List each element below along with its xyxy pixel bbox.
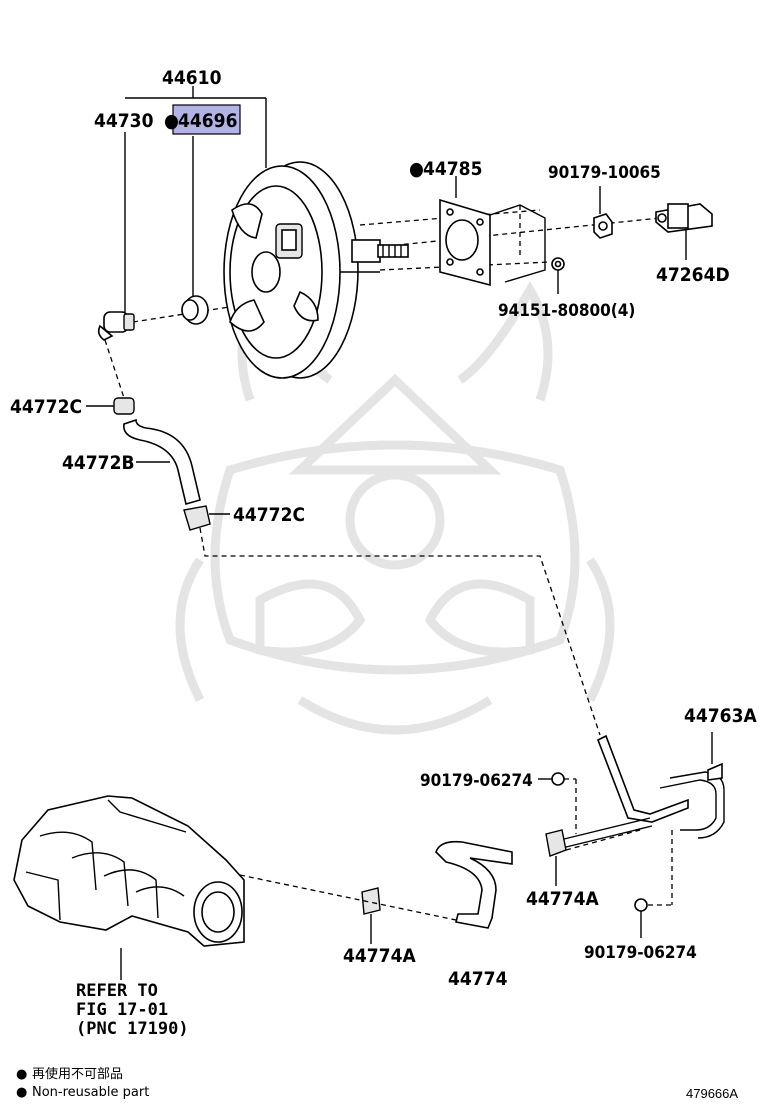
legend: ● 再使用不可部品 ● Non-reusable part — [16, 1066, 149, 1100]
label-47264D[interactable]: 47264D — [656, 264, 730, 286]
legend-text-japanese: 再使用不可部品 — [32, 1066, 123, 1082]
highlight-44696 — [172, 104, 241, 135]
label-44774A-right[interactable]: 44774A — [526, 888, 599, 910]
gasket — [439, 198, 546, 287]
nut-90179-06274-top — [538, 772, 565, 786]
label-44730[interactable]: 44730 — [94, 110, 154, 132]
watermark-emblem — [175, 281, 615, 735]
reference-line-2[interactable]: FIG 17-01 — [76, 1000, 168, 1020]
non-reusable-mark-44696: ● — [164, 110, 179, 132]
label-90179-06274-bottom[interactable]: 90179-06274 — [584, 943, 697, 963]
intake-manifold — [13, 795, 245, 980]
label-44774[interactable]: 44774 — [448, 968, 508, 990]
vacuum-pipe — [559, 732, 725, 849]
drawing-number: 479666A — [686, 1086, 738, 1101]
check-valve-44730 — [97, 311, 135, 341]
clip-44774A-right — [545, 829, 567, 886]
nut-90179-06274-bottom — [634, 898, 648, 938]
grommet-44696 — [181, 295, 209, 325]
label-44774A-left[interactable]: 44774A — [343, 945, 416, 967]
nut-90179-10065 — [593, 213, 613, 239]
brake-booster — [223, 161, 409, 379]
label-94151-80800[interactable]: 94151-80800(4) — [498, 301, 635, 321]
hose-44772B — [123, 418, 201, 505]
label-44772C-bottom[interactable]: 44772C — [233, 504, 305, 526]
clip-44772C-bottom — [183, 505, 211, 531]
label-90179-10065[interactable]: 90179-10065 — [548, 163, 661, 183]
label-44763A[interactable]: 44763A — [684, 705, 757, 727]
legend-symbol-jp: ● — [16, 1067, 27, 1082]
legend-symbol-en: ● — [16, 1085, 27, 1100]
label-44696[interactable]: 44696 — [178, 110, 237, 132]
label-44772B[interactable]: 44772B — [62, 452, 135, 474]
label-90179-06274-top[interactable]: 90179-06274 — [420, 771, 533, 791]
reference-line-3: (PNC 17190) — [76, 1019, 189, 1039]
label-44772C-top[interactable]: 44772C — [10, 396, 82, 418]
label-44785[interactable]: 44785 — [423, 158, 482, 180]
clevis-47264D — [655, 203, 713, 233]
part-labels: 44610 44730 ● 44696 ● 44785 90179-10065 … — [10, 67, 757, 990]
nut-94151 — [551, 257, 565, 271]
hose-44774 — [435, 840, 513, 929]
non-reusable-mark-44785: ● — [409, 158, 424, 180]
legend-text-english: Non-reusable part — [32, 1085, 149, 1100]
clip-44772C-top — [113, 397, 135, 415]
label-44610[interactable]: 44610 — [162, 67, 222, 89]
reference-line-1: REFER TO — [76, 981, 158, 1001]
reference-note: REFER TO FIG 17-01 (PNC 17190) — [76, 981, 189, 1039]
lower-dashes — [239, 778, 673, 921]
clip-44774A-left — [361, 887, 381, 944]
